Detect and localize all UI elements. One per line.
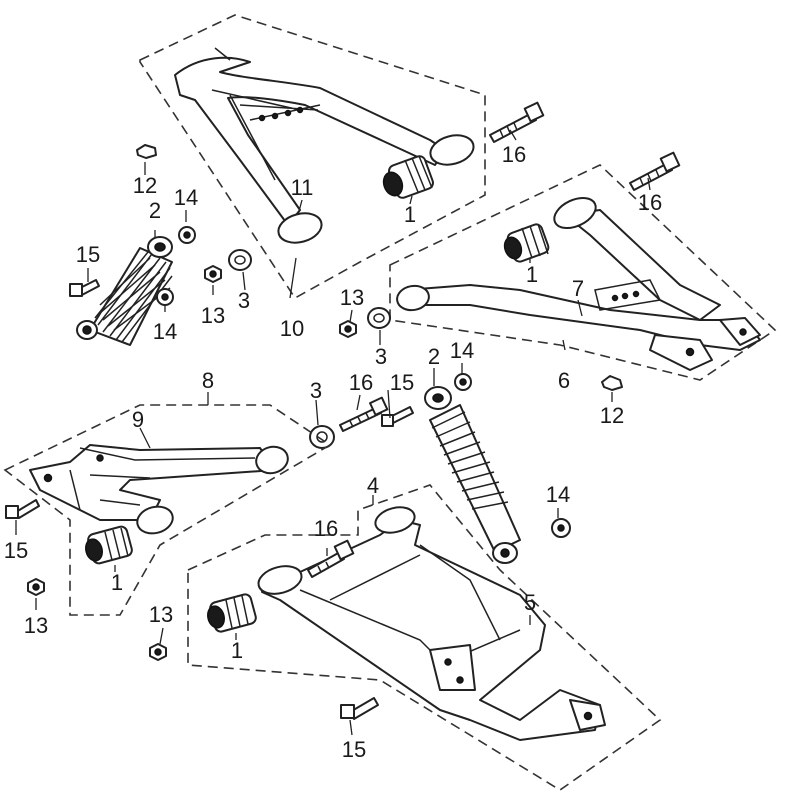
part-11-upper-arm — [174, 56, 446, 226]
part-14-nut-left-bottom — [156, 288, 174, 306]
callout-16: 16 — [349, 370, 373, 395]
callout-9: 9 — [132, 407, 144, 432]
part-16-bolt — [629, 151, 681, 191]
part-13-nut-left-bottom — [27, 578, 45, 596]
callout-13: 13 — [201, 303, 225, 328]
callout-1: 1 — [111, 570, 123, 595]
callout-14: 14 — [450, 338, 474, 363]
group-box-6 — [389, 164, 777, 381]
callout-6: 6 — [558, 368, 570, 393]
callout-labels: 1 1 1 1 2 2 3 3 3 4 5 6 7 8 9 10 11 12 1… — [4, 142, 662, 762]
callout-15: 15 — [76, 242, 100, 267]
callout-3: 3 — [238, 288, 250, 313]
callout-2: 2 — [428, 344, 440, 369]
part-1-bushing — [382, 155, 434, 199]
part-14-nut-left-top — [178, 226, 196, 244]
callout-3: 3 — [375, 344, 387, 369]
part-13-nut-bottom — [149, 643, 167, 661]
part-16-bolt — [307, 539, 355, 578]
assembly-6-upper-arm — [389, 151, 777, 381]
part-16-bolt-center — [339, 396, 389, 432]
part-12-clip-left — [136, 144, 157, 159]
callout-7: 7 — [572, 276, 584, 301]
part-15-bolt-left-bottom — [5, 499, 40, 519]
group-box-4 — [187, 484, 662, 791]
part-14-nut-right-bottom — [551, 518, 571, 538]
callout-14: 14 — [174, 185, 198, 210]
part-3-washer-center-top — [367, 307, 391, 329]
callout-11: 11 — [291, 175, 314, 200]
part-15-bolt-left-top — [69, 279, 100, 297]
assembly-8-lower-arm — [3, 392, 332, 616]
shock-absorber-left — [76, 236, 173, 346]
callout-16: 16 — [502, 142, 526, 167]
assembly-4-lower-arm — [187, 484, 662, 791]
callout-14: 14 — [153, 319, 177, 344]
part-7-upper-arm — [404, 284, 761, 351]
callout-12: 12 — [600, 403, 624, 428]
callout-14: 14 — [546, 482, 570, 507]
shock-absorber-right — [424, 386, 521, 564]
callout-1: 1 — [404, 202, 416, 227]
callout-12: 12 — [133, 173, 157, 198]
part-14-nut-right-top — [454, 373, 472, 391]
part-1-bushing — [85, 525, 133, 565]
part-16-bolt — [489, 101, 545, 143]
part-12-clip-right — [601, 375, 623, 391]
callout-15: 15 — [342, 737, 366, 762]
callout-1: 1 — [231, 638, 243, 663]
callout-15: 15 — [390, 370, 414, 395]
part-15-bolt-center — [381, 406, 414, 427]
group-box-10 — [139, 14, 486, 300]
callout-2: 2 — [149, 198, 161, 223]
callout-16: 16 — [638, 190, 662, 215]
callout-16: 16 — [314, 516, 338, 541]
callout-3: 3 — [310, 378, 322, 403]
group-box-8 — [3, 404, 332, 616]
callout-13: 13 — [149, 602, 173, 627]
part-13-nut-center — [339, 320, 357, 338]
callout-13: 13 — [24, 613, 48, 638]
callout-15: 15 — [4, 538, 28, 563]
assembly-10-upper-arm — [139, 14, 545, 300]
callout-4: 4 — [367, 473, 379, 498]
part-1-bushing — [207, 593, 257, 633]
callout-13: 13 — [340, 285, 364, 310]
callout-5: 5 — [524, 590, 536, 615]
part-3-washer-center-bottom — [309, 425, 335, 449]
part-15-bolt-bottom — [340, 697, 379, 720]
part-1-bushing — [503, 223, 550, 263]
part-13-nut-left — [204, 265, 222, 283]
callout-8: 8 — [202, 368, 214, 393]
part-3-washer-left — [228, 249, 252, 271]
callout-10: 10 — [280, 316, 304, 341]
callout-1: 1 — [526, 262, 538, 287]
